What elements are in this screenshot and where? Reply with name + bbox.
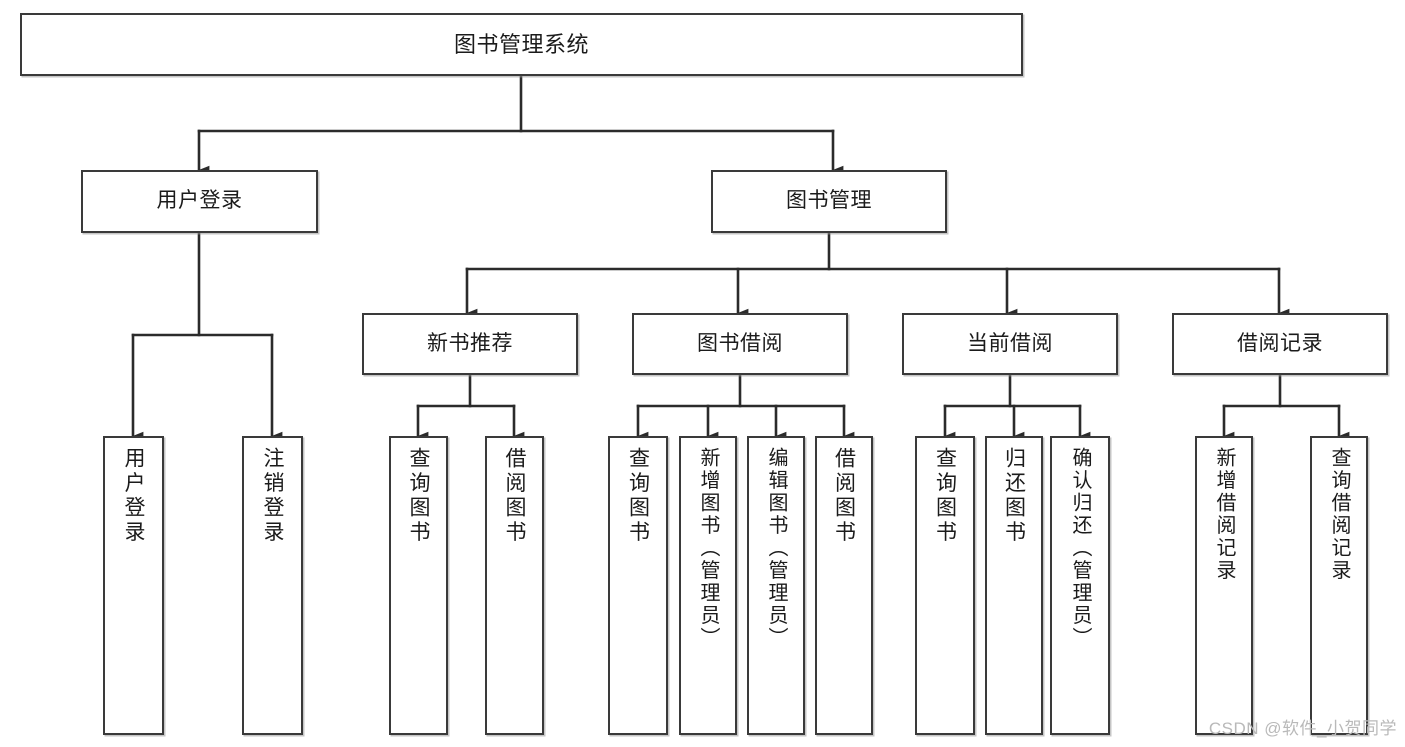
leaf-borrow-book-label: 借阅图书 xyxy=(832,447,856,545)
leaf-return-book[interactable]: 归还图书 xyxy=(985,436,1043,735)
node-new-book-recommend-label: 新书推荐 xyxy=(427,331,513,355)
leaf-query-book-recommend-label: 查询图书 xyxy=(407,447,430,545)
node-borrow-record[interactable]: 借阅记录 xyxy=(1172,313,1388,375)
leaf-add-book[interactable]: 新增图书（管理员） xyxy=(679,436,737,735)
leaf-logout[interactable]: 注销登录 xyxy=(242,436,303,735)
leaf-edit-book[interactable]: 编辑图书（管理员） xyxy=(747,436,805,735)
leaf-add-book-label: 新增图书（管理员） xyxy=(697,447,719,650)
leaf-logout-label: 注销登录 xyxy=(261,447,284,545)
node-user-login-label: 用户登录 xyxy=(156,189,243,213)
leaf-user-login[interactable]: 用户登录 xyxy=(103,436,164,735)
node-current-borrow-label: 当前借阅 xyxy=(967,331,1053,355)
leaf-user-login-label: 用户登录 xyxy=(122,447,145,545)
watermark: CSDN @软件_小贺同学 xyxy=(1208,719,1397,738)
leaf-confirm-return[interactable]: 确认归还（管理员） xyxy=(1050,436,1110,735)
leaf-add-borrow-record[interactable]: 新增借阅记录 xyxy=(1195,436,1253,735)
node-root-label: 图书管理系统 xyxy=(453,31,589,57)
node-current-borrow[interactable]: 当前借阅 xyxy=(902,313,1118,375)
leaf-query-book-borrow[interactable]: 查询图书 xyxy=(608,436,668,735)
leaf-query-borrow-record[interactable]: 查询借阅记录 xyxy=(1310,436,1368,735)
leaf-query-book-current-label: 查询图书 xyxy=(933,447,957,545)
leaf-borrow-book-recommend-label: 借阅图书 xyxy=(503,447,526,545)
node-borrow-record-label: 借阅记录 xyxy=(1237,331,1323,355)
leaf-query-borrow-record-label: 查询借阅记录 xyxy=(1328,447,1350,582)
node-book-borrow[interactable]: 图书借阅 xyxy=(632,313,848,375)
leaf-add-borrow-record-label: 新增借阅记录 xyxy=(1213,447,1235,582)
node-root[interactable]: 图书管理系统 xyxy=(20,13,1023,76)
leaf-query-book-current[interactable]: 查询图书 xyxy=(915,436,975,735)
node-book-management[interactable]: 图书管理 xyxy=(711,170,947,233)
leaf-query-book-recommend[interactable]: 查询图书 xyxy=(389,436,448,735)
leaf-borrow-book[interactable]: 借阅图书 xyxy=(815,436,873,735)
leaf-confirm-return-label: 确认归还（管理员） xyxy=(1069,447,1091,650)
node-book-borrow-label: 图书借阅 xyxy=(697,331,783,355)
leaf-edit-book-label: 编辑图书（管理员） xyxy=(765,447,787,650)
leaf-query-book-borrow-label: 查询图书 xyxy=(626,447,650,545)
leaf-borrow-book-recommend[interactable]: 借阅图书 xyxy=(485,436,544,735)
node-user-login[interactable]: 用户登录 xyxy=(81,170,318,233)
leaf-return-book-label: 归还图书 xyxy=(1002,447,1026,545)
node-new-book-recommend[interactable]: 新书推荐 xyxy=(362,313,578,375)
node-book-management-label: 图书管理 xyxy=(786,189,872,213)
